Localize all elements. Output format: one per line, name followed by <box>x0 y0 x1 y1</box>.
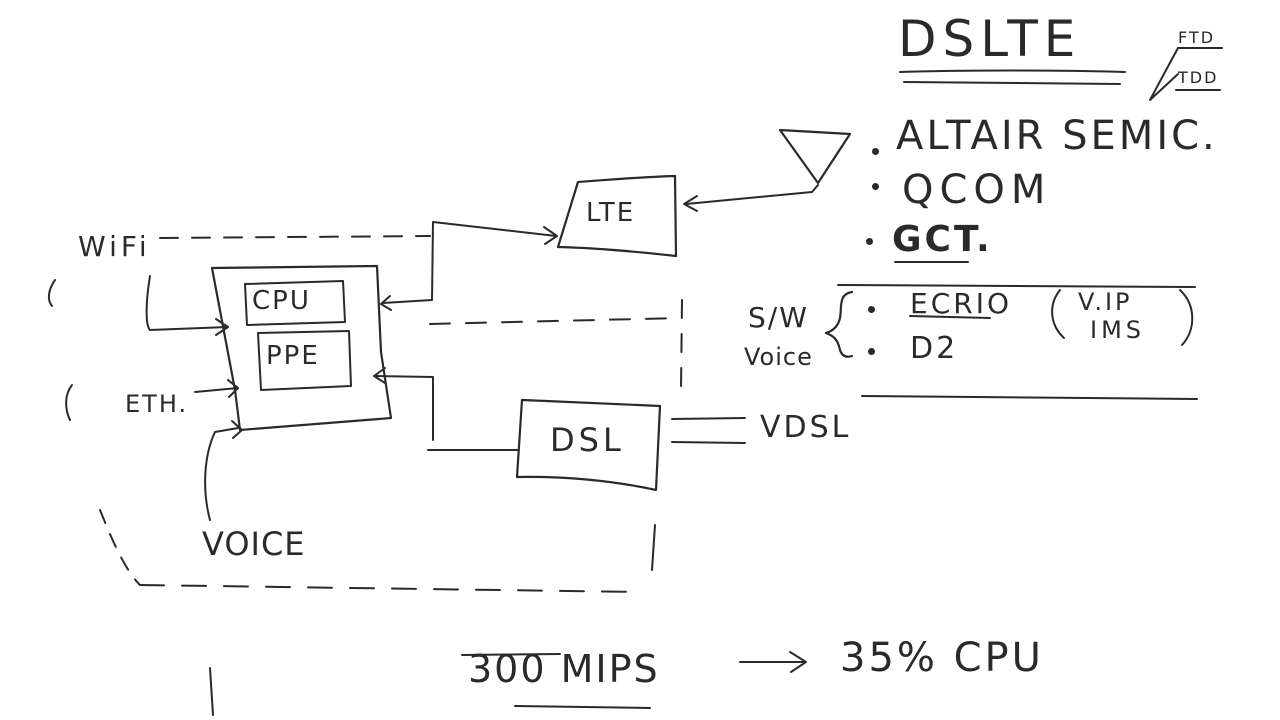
wifi-label: WiFi <box>78 230 151 263</box>
software-bullet <box>868 306 875 313</box>
voice-software-label: Voice <box>744 343 813 371</box>
page-title: DSLTE <box>898 10 1082 68</box>
title-note-top: FTD <box>1178 28 1216 47</box>
vendor-bullet <box>872 148 879 155</box>
footer-underline <box>461 653 561 656</box>
vendor-separator <box>837 284 1196 288</box>
software-item: ECRIO <box>910 287 1012 320</box>
antenna-to-lte-arrow <box>685 184 819 205</box>
title-branch-arrow <box>1149 47 1179 101</box>
lte-box <box>556 174 678 258</box>
title-underline <box>899 69 1126 73</box>
ppe-label: PPE <box>266 341 320 371</box>
title-note-bottom: TDD <box>1178 68 1219 87</box>
vendor-item: GCT. <box>892 219 993 260</box>
dsl-to-vdsl-line <box>671 417 746 420</box>
dashed-enclosure-right <box>680 299 683 391</box>
vendor-item: QCOM <box>902 167 1052 213</box>
voice-label: VOICE <box>202 525 306 563</box>
software-note-line1: V.IP <box>1078 288 1133 316</box>
footer-cpu: 35% CPU <box>840 635 1044 681</box>
software-brace <box>824 290 854 358</box>
soc-to-lte-line <box>382 221 557 304</box>
software-label: S/W <box>748 301 809 334</box>
vendor-item: ALTAIR SEMIC. <box>896 113 1218 159</box>
vendor-bullet <box>872 183 879 190</box>
footer-mips: 300 MIPS <box>468 647 660 691</box>
software-bullet <box>868 348 875 355</box>
antenna-icon <box>778 128 852 185</box>
cpu-label: CPU <box>252 286 311 316</box>
software-item: D2 <box>910 331 959 366</box>
vdsl-label: VDSL <box>760 410 852 445</box>
dashed-enclosure-bottom <box>139 584 641 593</box>
software-separator <box>861 395 1198 400</box>
lte-label: LTE <box>586 198 636 228</box>
software-note-line2: IMS <box>1090 316 1146 344</box>
dsl-label: DSL <box>550 421 625 459</box>
wifi-arrow <box>145 275 229 331</box>
voice-line <box>204 427 239 521</box>
dsl-box <box>515 398 662 492</box>
cpu-box <box>244 280 346 326</box>
vendor-bullet <box>866 238 873 245</box>
ppe-box <box>257 330 352 391</box>
eth-label: ETH. <box>125 390 189 418</box>
dashed-enclosure-mid <box>429 317 681 325</box>
dashed-enclosure-top <box>159 235 431 239</box>
soc-to-dsl-line <box>375 375 434 441</box>
eth-arrow <box>194 387 239 393</box>
